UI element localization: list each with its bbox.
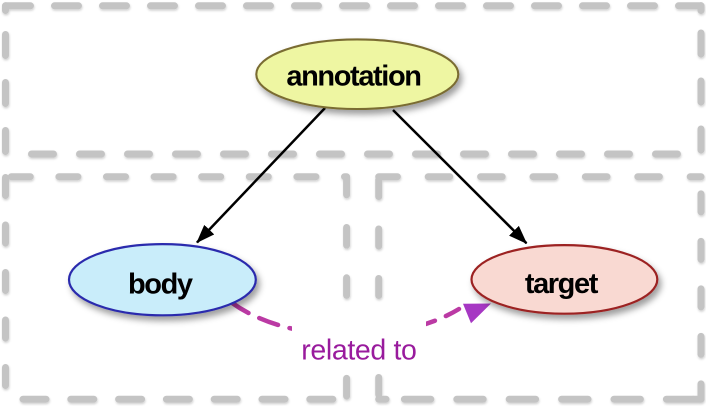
svg-text:body: body — [128, 269, 193, 301]
svg-text:related to: related to — [301, 335, 416, 367]
svg-text:annotation: annotation — [286, 61, 420, 93]
svg-text:target: target — [525, 268, 599, 300]
